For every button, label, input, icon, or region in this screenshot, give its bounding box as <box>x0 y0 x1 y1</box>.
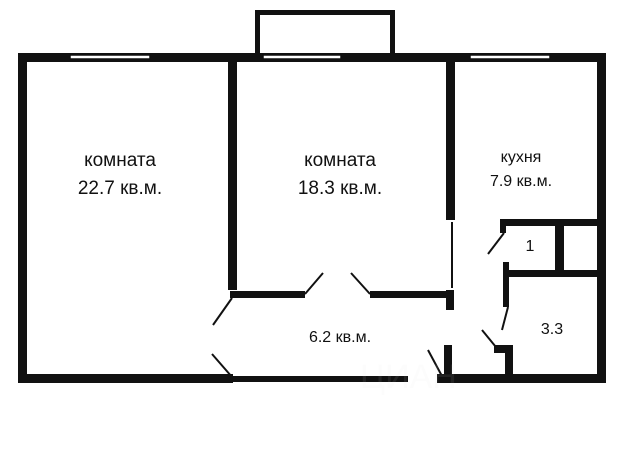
interior-walls <box>228 60 603 377</box>
balcony <box>255 10 395 56</box>
bathroom-area: 3.3 <box>541 321 563 338</box>
door-swings <box>211 222 509 379</box>
kitchen-name: кухня <box>501 149 542 166</box>
room-1-area: 22.7 кв.м. <box>78 178 162 199</box>
room-1-name: комната <box>84 150 156 171</box>
svg-text:ЦИАН: ЦИАН <box>360 358 457 396</box>
watermark-logo: ЦИАН <box>360 358 457 396</box>
kitchen-area: 7.9 кв.м. <box>490 173 552 190</box>
wc-number: 1 <box>526 238 535 255</box>
hall-area: 6.2 кв.м. <box>309 329 371 346</box>
windows <box>69 54 551 60</box>
room-2-name: комната <box>304 150 376 171</box>
room-2-area: 18.3 кв.м. <box>298 178 382 199</box>
